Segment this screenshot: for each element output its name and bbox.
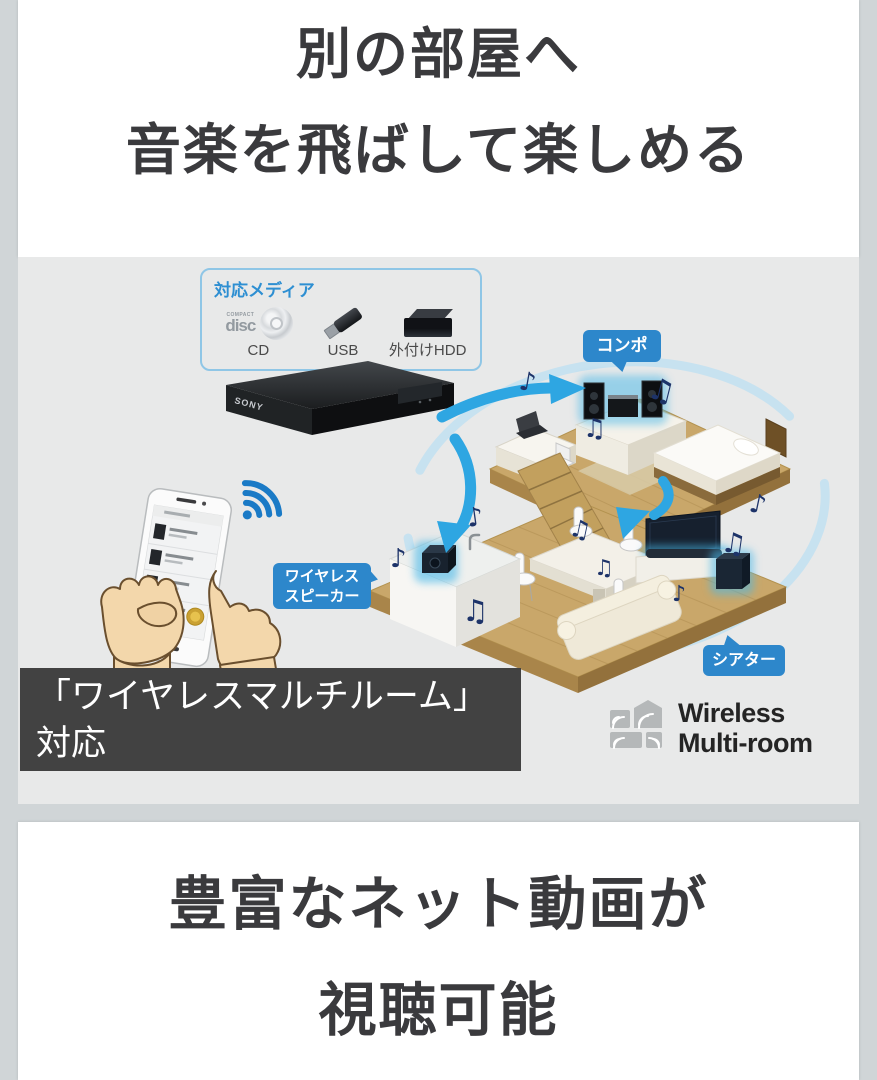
wireless-house-icon: [610, 700, 662, 749]
wireless-multiroom-logo: Wireless Multi-room: [608, 698, 813, 758]
media-label-cd: CD: [247, 342, 270, 359]
bed: [652, 418, 787, 505]
bubble-pointer: [610, 357, 634, 383]
illustration-panel: 対応メディア COMPACT disc CD: [18, 257, 859, 804]
wifi-signal-icon: [241, 480, 283, 520]
subwoofer: [716, 553, 750, 589]
bottom-heading-line1: 豊富なネット動画が: [168, 872, 709, 937]
music-note-icon: ♫: [583, 414, 606, 444]
media-label-hdd: 外付けHDD: [388, 342, 467, 359]
caption-bar: 「ワイヤレスマルチルーム」 対応: [20, 668, 521, 771]
music-note-icon: ♪: [672, 582, 686, 607]
wireless-speaker-label-bubble: ワイヤレス スピーカー: [273, 563, 389, 609]
supported-media-items: COMPACT disc CD USB: [214, 303, 472, 359]
wireless-speaker-label-line2: スピーカー: [284, 588, 360, 605]
multiroom-logo-line2: Multi-room: [678, 728, 813, 758]
tv-area: [635, 510, 754, 595]
house-lower-floor: [368, 452, 788, 693]
wireless-speaker-device: [414, 541, 458, 583]
multiroom-logo-line1: Wireless: [678, 698, 785, 728]
compact-disc-logo-icon: COMPACT disc: [225, 312, 256, 335]
music-note-icon: ♪: [465, 502, 486, 534]
stream-arrow-head: [437, 521, 471, 553]
media-item-cd: COMPACT disc CD: [216, 303, 301, 359]
bottom-heading-line2: 視聴可能: [318, 978, 559, 1043]
hdd-front-face: [403, 318, 452, 337]
left-thumb: [136, 601, 178, 628]
media-label-usb: USB: [327, 342, 359, 359]
theater-label-bubble: シアター: [703, 623, 785, 676]
wireless-speaker-label-line1: ワイヤレス: [284, 568, 360, 585]
theater-label: シアター: [711, 652, 776, 669]
hdd-icon-group: [403, 303, 453, 343]
bottom-banner: 豊富なネット動画が 視聴可能: [18, 822, 859, 1080]
top-banner: 別の部屋へ 音楽を飛ばして楽しめる: [18, 0, 859, 257]
music-note-icon: ♪: [390, 544, 407, 574]
blu-ray-player: SONY: [226, 361, 454, 435]
compo-system: [578, 375, 668, 425]
media-item-hdd: 外付けHDD: [385, 303, 470, 359]
top-heading-line2: 音楽を飛ばして楽しめる: [125, 119, 752, 181]
stream-arrow: [649, 476, 674, 520]
music-note-icon: ♪: [517, 366, 539, 398]
caption-line1: 「ワイヤレスマルチルーム」: [36, 677, 488, 716]
wireless-multiroom-text: Wireless Multi-room: [678, 698, 813, 758]
stream-arrow: [436, 382, 557, 423]
external-hdd-icon: [403, 307, 453, 339]
music-note-icon: ♫: [719, 525, 748, 561]
faucet-icon: [468, 533, 481, 551]
media-item-usb: USB: [301, 303, 386, 359]
cd-disc-icon: [260, 306, 294, 340]
sofa: [556, 574, 682, 660]
top-heading-line1: 別の部屋へ: [295, 23, 581, 85]
music-note-icon: ♪: [747, 489, 769, 522]
cd-icon-group: COMPACT disc: [223, 303, 294, 343]
caption-line2: 対応: [36, 724, 107, 763]
right-hand-illustration: [208, 570, 282, 679]
music-note-icon: ♫: [594, 556, 614, 581]
stream-arrow-head: [549, 374, 586, 404]
stream-arrow: [449, 433, 477, 535]
compo-label-bubble: コンポ: [583, 330, 661, 383]
stream-arrows: [436, 374, 674, 553]
stream-arrow-head: [616, 507, 650, 539]
compo-label: コンポ: [596, 336, 648, 355]
supported-media-title: 対応メディア: [214, 281, 315, 300]
soundbar: [646, 549, 722, 558]
cd-hole: [270, 316, 284, 330]
music-note-icon: ♫: [462, 594, 489, 629]
